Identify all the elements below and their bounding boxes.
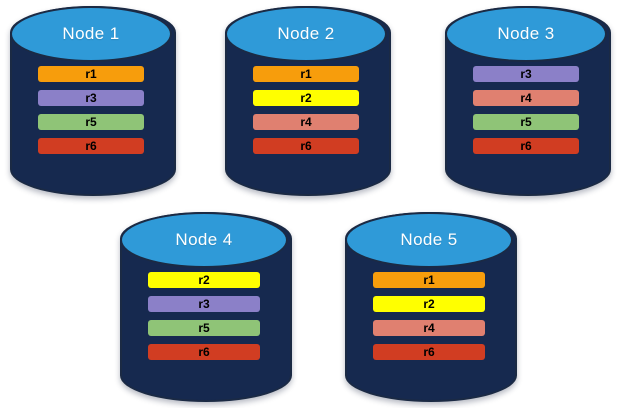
replica-bar-r2[interactable]: r2 [373, 296, 485, 312]
replica-bar-r1[interactable]: r1 [373, 272, 485, 288]
replica-list: r1 r2 r4 r6 [225, 66, 387, 154]
replica-bar-r3[interactable]: r3 [148, 296, 260, 312]
replica-list: r3 r4 r5 r6 [445, 66, 607, 154]
replica-list: r1 r3 r5 r6 [10, 66, 172, 154]
node-5[interactable]: Node 5 r1 r2 r4 r6 [345, 212, 517, 402]
replica-bar-r1[interactable]: r1 [38, 66, 144, 82]
replica-bar-r4[interactable]: r4 [473, 90, 579, 106]
replica-bar-r5[interactable]: r5 [148, 320, 260, 336]
replica-bar-r5[interactable]: r5 [473, 114, 579, 130]
replica-list: r1 r2 r4 r6 [345, 272, 513, 360]
replica-bar-r1[interactable]: r1 [253, 66, 359, 82]
replica-bar-r6[interactable]: r6 [473, 138, 579, 154]
node-3[interactable]: Node 3 r3 r4 r5 r6 [445, 6, 611, 196]
replica-bar-r6[interactable]: r6 [148, 344, 260, 360]
node-2-label: Node 2 [277, 24, 335, 43]
cylinder-top-ellipse: Node 4 [120, 212, 288, 268]
node-1[interactable]: Node 1 r1 r3 r5 r6 [10, 6, 176, 196]
replica-bar-r3[interactable]: r3 [38, 90, 144, 106]
replica-bar-r3[interactable]: r3 [473, 66, 579, 82]
node-4-label: Node 4 [175, 230, 233, 249]
node-4[interactable]: Node 4 r2 r3 r5 r6 [120, 212, 292, 402]
replica-bar-r6[interactable]: r6 [38, 138, 144, 154]
replica-bar-r4[interactable]: r4 [373, 320, 485, 336]
replica-bar-r6[interactable]: r6 [373, 344, 485, 360]
node-2[interactable]: Node 2 r1 r2 r4 r6 [225, 6, 391, 196]
replica-bar-r6[interactable]: r6 [253, 138, 359, 154]
replica-bar-r5[interactable]: r5 [38, 114, 144, 130]
node-1-label: Node 1 [62, 24, 120, 43]
replica-bar-r4[interactable]: r4 [253, 114, 359, 130]
node-5-label: Node 5 [400, 230, 458, 249]
replica-bar-r2[interactable]: r2 [148, 272, 260, 288]
replica-bar-r2[interactable]: r2 [253, 90, 359, 106]
cylinder-top-ellipse: Node 1 [10, 6, 172, 62]
replica-list: r2 r3 r5 r6 [120, 272, 288, 360]
cylinder-top-ellipse: Node 2 [225, 6, 387, 62]
node-3-label: Node 3 [497, 24, 555, 43]
cylinder-top-ellipse: Node 3 [445, 6, 607, 62]
cylinder-top-ellipse: Node 5 [345, 212, 513, 268]
